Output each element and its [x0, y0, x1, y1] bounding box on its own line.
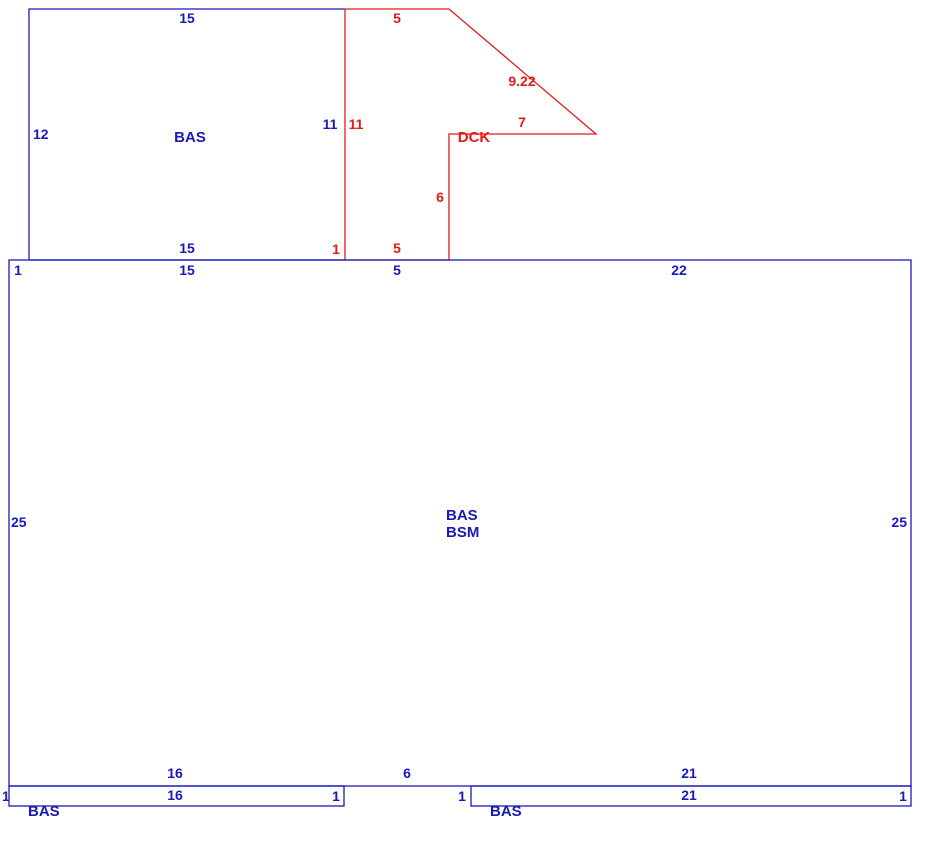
lower-left-bas-dim-right: 1 — [332, 788, 340, 804]
main-dim-bottom-b: 6 — [403, 765, 411, 781]
lower-right-bas-dim-right: 1 — [899, 788, 907, 804]
deck-dim-diagonal: 9.22 — [508, 73, 535, 89]
deck-dim-corner: 1 — [332, 241, 340, 257]
main-dim-top-c: 22 — [671, 262, 687, 278]
upper-bas-dim-right: 11 — [323, 116, 338, 132]
upper-bas-label: BAS — [174, 129, 206, 146]
deck-dim-bottom: 5 — [393, 240, 401, 256]
main-dim-left: 25 — [11, 514, 27, 530]
deck-dim-left: 11 — [349, 116, 364, 132]
main-area: 1 15 5 22 25 25 16 6 21 BAS BSM — [8, 259, 912, 787]
deck-dim-inner-vertical: 6 — [436, 189, 444, 205]
main-dim-bottom-c: 21 — [681, 765, 697, 781]
lower-right-bas-dim-top: 21 — [681, 787, 697, 803]
main-dim-top-b: 5 — [393, 262, 401, 278]
upper-bas-dim-top: 15 — [179, 10, 195, 26]
lower-right-bas-area: 21 1 1 BAS — [458, 785, 912, 820]
lower-right-bas-label: BAS — [490, 803, 522, 820]
main-label-bsm: BSM — [446, 524, 479, 541]
upper-bas-dim-bottom: 15 — [179, 240, 195, 256]
lower-left-bas-dim-left: 1 — [2, 788, 10, 804]
lower-left-bas-dim-top: 16 — [167, 787, 183, 803]
lower-left-bas-outline — [8, 785, 345, 807]
lower-left-bas-label: BAS — [28, 803, 60, 820]
upper-bas-dim-left: 12 — [33, 126, 49, 142]
lower-right-bas-dim-left: 1 — [458, 788, 466, 804]
main-dim-right: 25 — [891, 514, 907, 530]
deck-area: 5 9.22 7 6 11 5 1 DCK — [332, 8, 598, 261]
main-dim-bottom-a: 16 — [167, 765, 183, 781]
main-outline — [8, 259, 912, 787]
deck-label: DCK — [458, 129, 491, 146]
deck-dim-step: 7 — [518, 114, 526, 130]
upper-bas-area: 15 12 11 15 BAS — [28, 8, 345, 261]
main-dim-top-a: 15 — [179, 262, 195, 278]
deck-dim-top: 5 — [393, 10, 401, 26]
main-label-bas: BAS — [446, 507, 478, 524]
lower-left-bas-area: 16 1 1 BAS — [2, 785, 345, 820]
lower-right-bas-outline — [470, 785, 912, 807]
main-dim-corner-top-left: 1 — [14, 262, 22, 278]
